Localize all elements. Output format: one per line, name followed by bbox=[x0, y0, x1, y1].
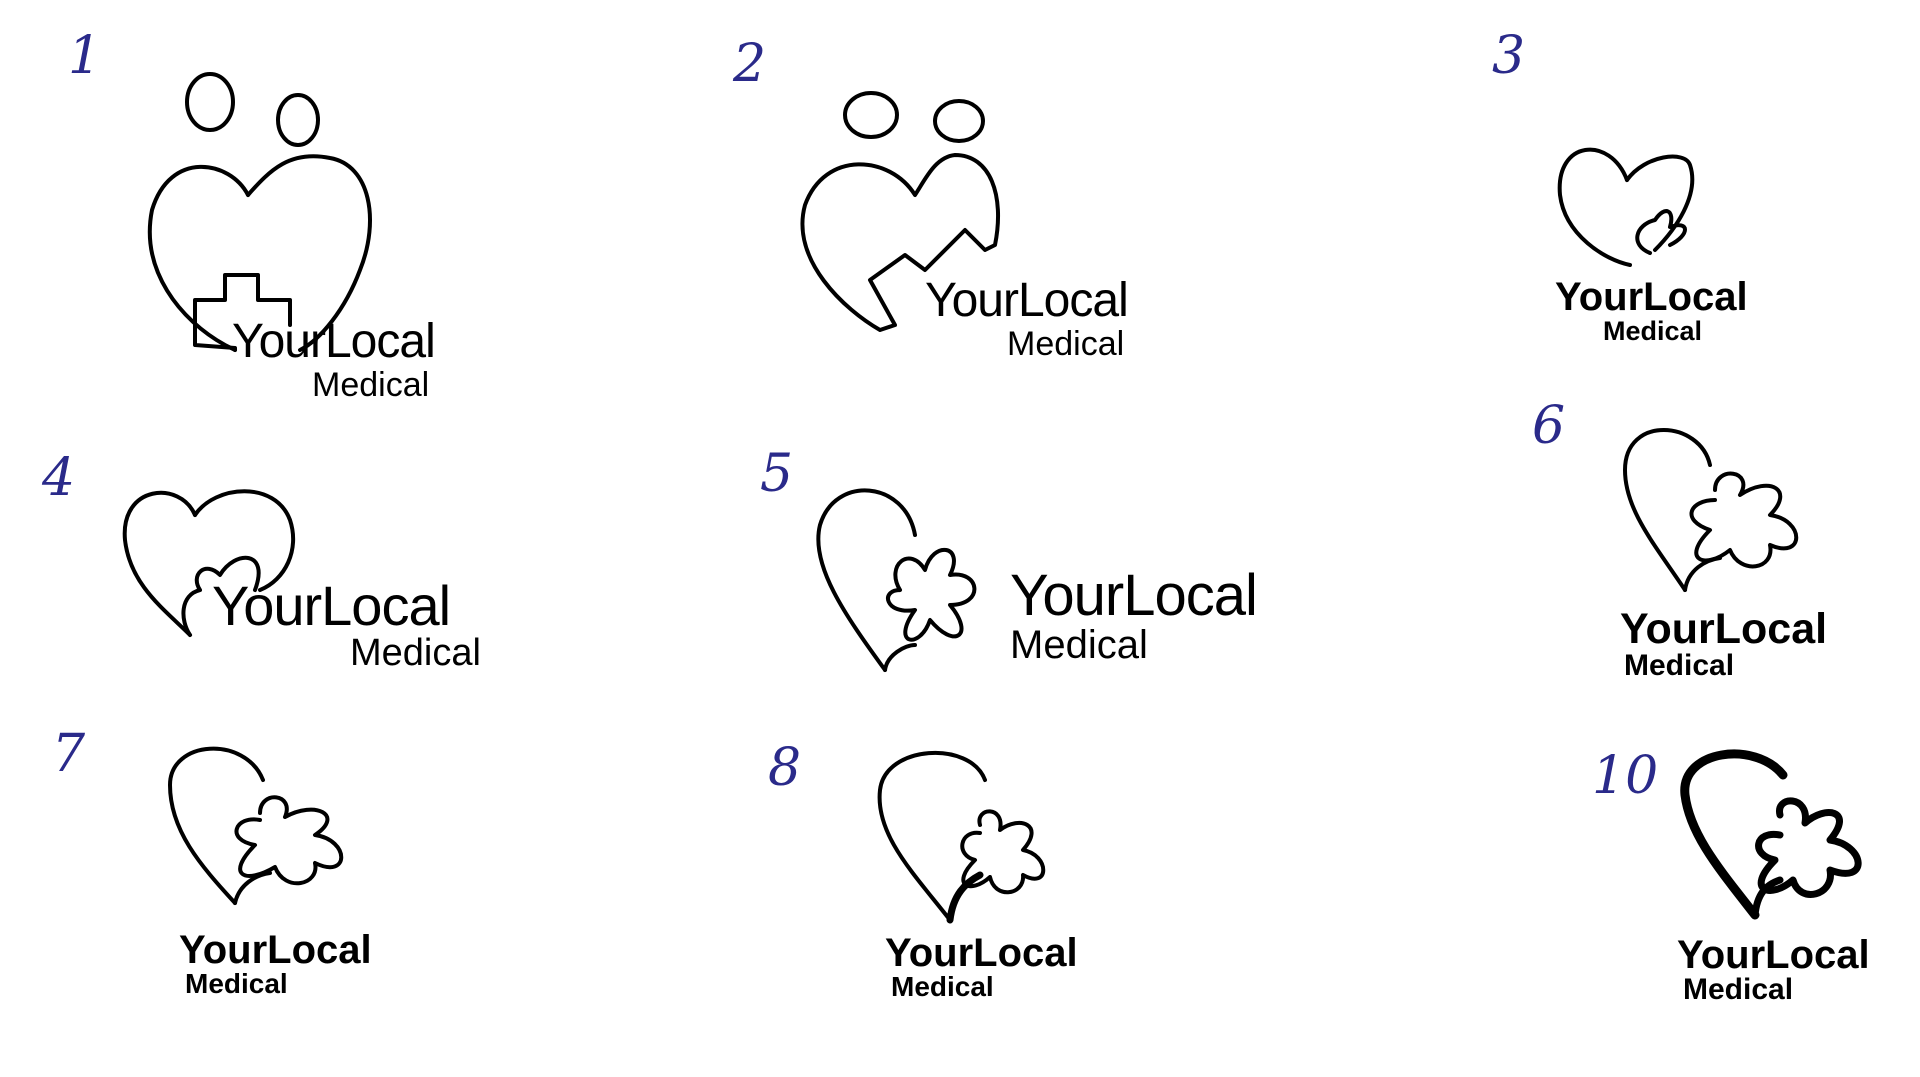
logo-concept-7: YourLocal Medical bbox=[165, 735, 425, 1015]
wordmark-line-2: Medical bbox=[1010, 623, 1148, 667]
wordmark: YourLocal Medical bbox=[212, 574, 481, 674]
wordmark-line-1: YourLocal bbox=[1010, 563, 1258, 628]
logo-concept-1: YourLocal Medical bbox=[140, 60, 480, 410]
concept-number: 2 bbox=[733, 34, 767, 94]
wordmark: YourLocal Medical bbox=[925, 274, 1129, 363]
logo-concept-4: YourLocal Medical bbox=[120, 480, 520, 690]
concept-number: 4 bbox=[42, 448, 76, 508]
wordmark-line-1: YourLocal bbox=[232, 315, 436, 368]
wordmark: YourLocal Medical bbox=[885, 933, 1078, 1001]
heart-people-cross-icon bbox=[147, 72, 372, 352]
concept-number: 10 bbox=[1592, 746, 1659, 806]
wordmark: YourLocal Medical bbox=[232, 315, 436, 404]
wordmark-line-2: Medical bbox=[350, 632, 481, 674]
concept-number: 1 bbox=[68, 26, 102, 86]
wordmark-line-2: Medical bbox=[891, 971, 994, 1002]
heart-cross-icon bbox=[1557, 147, 1695, 267]
wordmark: YourLocal Medical bbox=[179, 930, 372, 998]
heart-cross-icon bbox=[1623, 428, 1799, 592]
concept-number: 6 bbox=[1532, 396, 1566, 456]
wordmark-line-1: YourLocal bbox=[179, 928, 372, 972]
wordmark-line-2: Medical bbox=[1683, 973, 1794, 1006]
wordmark-line-2: Medical bbox=[1007, 325, 1125, 363]
wordmark-line-1: YourLocal bbox=[925, 274, 1129, 327]
wordmark: YourLocal Medical bbox=[1677, 935, 1870, 1005]
heart-cross-icon bbox=[816, 488, 977, 672]
heart-people-cross-icon bbox=[800, 91, 1000, 332]
wordmark: YourLocal Medical bbox=[1010, 563, 1258, 667]
wordmark: YourLocal Medical bbox=[1620, 608, 1827, 681]
heart-cross-icon bbox=[122, 489, 296, 637]
logo-concept-5: YourLocal Medical bbox=[815, 475, 1335, 685]
heart-cross-icon bbox=[168, 746, 344, 905]
concept-number: 3 bbox=[1492, 26, 1526, 86]
wordmark-line-2: Medical bbox=[185, 968, 288, 999]
wordmark-line-1: YourLocal bbox=[885, 931, 1078, 975]
logo-concept-6: YourLocal Medical bbox=[1620, 420, 1870, 690]
wordmark-line-1: YourLocal bbox=[1620, 605, 1828, 653]
wordmark-line-1: YourLocal bbox=[212, 574, 451, 637]
logo-concept-8: YourLocal Medical bbox=[875, 745, 1115, 1015]
wordmark-line-1: YourLocal bbox=[1555, 275, 1748, 319]
concept-number: 8 bbox=[768, 738, 802, 798]
concept-number: 7 bbox=[52, 724, 86, 784]
wordmark-line-2: Medical bbox=[1603, 316, 1703, 346]
logo-concept-10: YourLocal Medical bbox=[1665, 745, 1910, 1015]
logo-concept-3: YourLocal Medical bbox=[1555, 135, 1785, 365]
wordmark: YourLocal Medical bbox=[1555, 277, 1748, 345]
wordmark-line-2: Medical bbox=[1624, 649, 1735, 682]
wordmark-line-2: Medical bbox=[312, 366, 430, 404]
logo-concept-2: YourLocal Medical bbox=[795, 85, 1155, 385]
wordmark-line-1: YourLocal bbox=[1677, 933, 1870, 977]
concept-number: 5 bbox=[760, 444, 794, 504]
heart-cross-icon bbox=[877, 750, 1046, 924]
heart-cross-icon bbox=[1680, 749, 1862, 920]
